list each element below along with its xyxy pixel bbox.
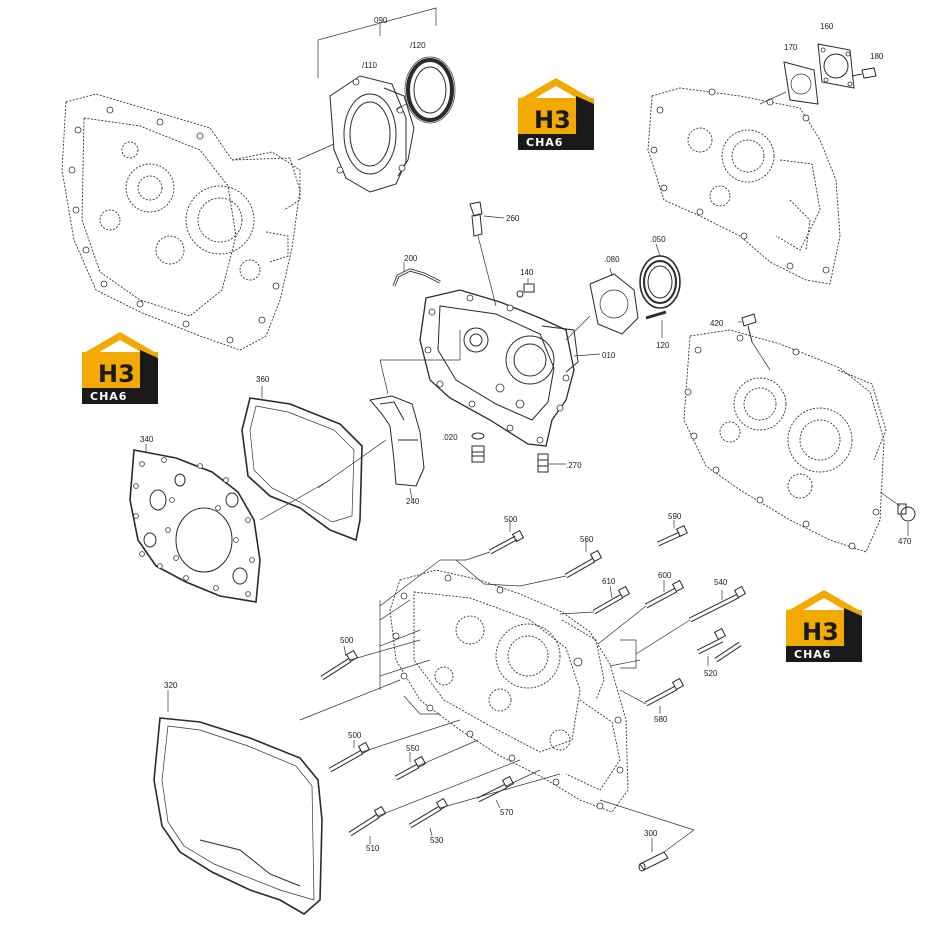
bolt-580	[644, 677, 685, 714]
part-140-plug	[516, 278, 535, 298]
callout-500a: 500	[504, 515, 518, 524]
callout-160: 160	[820, 22, 834, 31]
svg-text:CHA6: CHA6	[526, 136, 563, 149]
bolt-500c	[320, 645, 359, 681]
bolt-510	[348, 805, 387, 844]
svg-text:CHA6: CHA6	[794, 648, 831, 661]
svg-text:H3: H3	[98, 360, 135, 388]
part-270-plug	[537, 453, 566, 473]
bolt-560	[564, 540, 603, 579]
bracket-090	[317, 7, 437, 78]
bolt-540	[688, 585, 747, 623]
callout-420: 420	[710, 319, 724, 328]
callout-320: 320	[164, 681, 178, 690]
bolt-group	[320, 520, 747, 872]
callout-580: 580	[654, 715, 668, 724]
callout-200: 200	[404, 254, 418, 263]
bolt-610	[592, 585, 631, 615]
bolt-500a	[488, 520, 525, 555]
callout-010: 010	[602, 351, 616, 360]
callout-240: 240	[406, 497, 420, 506]
housing-upper-right	[647, 87, 841, 285]
callout-050: .050	[650, 235, 666, 244]
callout-120b: 120	[656, 341, 670, 350]
part-050-bearing	[639, 243, 681, 309]
callout-140: 140	[520, 268, 534, 277]
callout-530: 530	[430, 836, 444, 845]
watermark-logo-top: H3 CHA6	[518, 78, 594, 150]
bolt-590	[656, 520, 688, 547]
callout-610: 610	[602, 577, 616, 586]
callout-110: /110	[362, 61, 378, 70]
callout-260: 260	[506, 214, 520, 223]
part-340-gasket	[129, 444, 261, 603]
part-170-gasket	[759, 61, 819, 105]
part-020-plug	[471, 432, 485, 463]
callout-090: 090	[374, 16, 388, 25]
part-360-gasket	[241, 386, 387, 542]
housing-upper-left	[61, 93, 301, 351]
part-260-breather	[469, 201, 505, 307]
part-420-screw	[738, 313, 771, 371]
part-180-screw	[851, 67, 877, 79]
housing-right-middle	[683, 329, 887, 553]
bolt-550	[394, 752, 427, 781]
watermark-logo-right: H3 CHA6	[786, 590, 862, 662]
pin-300	[638, 838, 669, 872]
watermark-logo-left: H3 CHA6	[82, 332, 158, 404]
callout-labels: 090 /110 /120 160 170 180 260 200 140 .0…	[140, 16, 912, 853]
svg-text:CHA6: CHA6	[90, 390, 127, 403]
part-110-cover	[297, 75, 415, 193]
svg-text:H3: H3	[802, 618, 839, 646]
callout-520: 520	[704, 669, 718, 678]
callout-170: 170	[784, 43, 798, 52]
part-010-center-housing	[419, 289, 579, 447]
callout-020: .020	[442, 433, 458, 442]
callout-540: 540	[714, 578, 728, 587]
part-120-seal	[395, 56, 456, 124]
part-240-shift-fork	[369, 330, 461, 501]
svg-text:H3: H3	[534, 106, 571, 134]
callout-180: 180	[870, 52, 884, 61]
callout-340: 340	[140, 435, 154, 444]
part-200-pipe	[392, 262, 441, 287]
part-160-cover-plate	[817, 43, 855, 89]
callout-120: /120	[410, 41, 426, 50]
callout-590: 590	[668, 512, 682, 521]
part-470-plug	[879, 491, 916, 536]
callout-360: 360	[256, 375, 270, 384]
part-080-gasket	[589, 267, 639, 335]
part-120-bolt	[645, 310, 667, 338]
callout-600: 600	[658, 571, 672, 580]
bolt-500d	[328, 740, 371, 773]
callout-550: 550	[406, 744, 420, 753]
housing-lower	[389, 569, 629, 813]
callout-500c: 500	[348, 731, 362, 740]
callout-470: 470	[898, 537, 912, 546]
callout-570: 570	[500, 808, 514, 817]
callout-500b: 500	[340, 636, 354, 645]
part-320-gasket	[153, 690, 323, 915]
leader-lines-lower	[259, 479, 695, 853]
callout-510: 510	[366, 844, 380, 853]
callout-080: .080	[604, 255, 620, 264]
callout-270: .270	[566, 461, 582, 470]
bolt-600	[644, 579, 685, 609]
bolt-500b	[696, 627, 742, 666]
bolt-530	[408, 797, 449, 837]
callout-300: 300	[644, 829, 658, 838]
callout-560: 560	[580, 535, 594, 544]
